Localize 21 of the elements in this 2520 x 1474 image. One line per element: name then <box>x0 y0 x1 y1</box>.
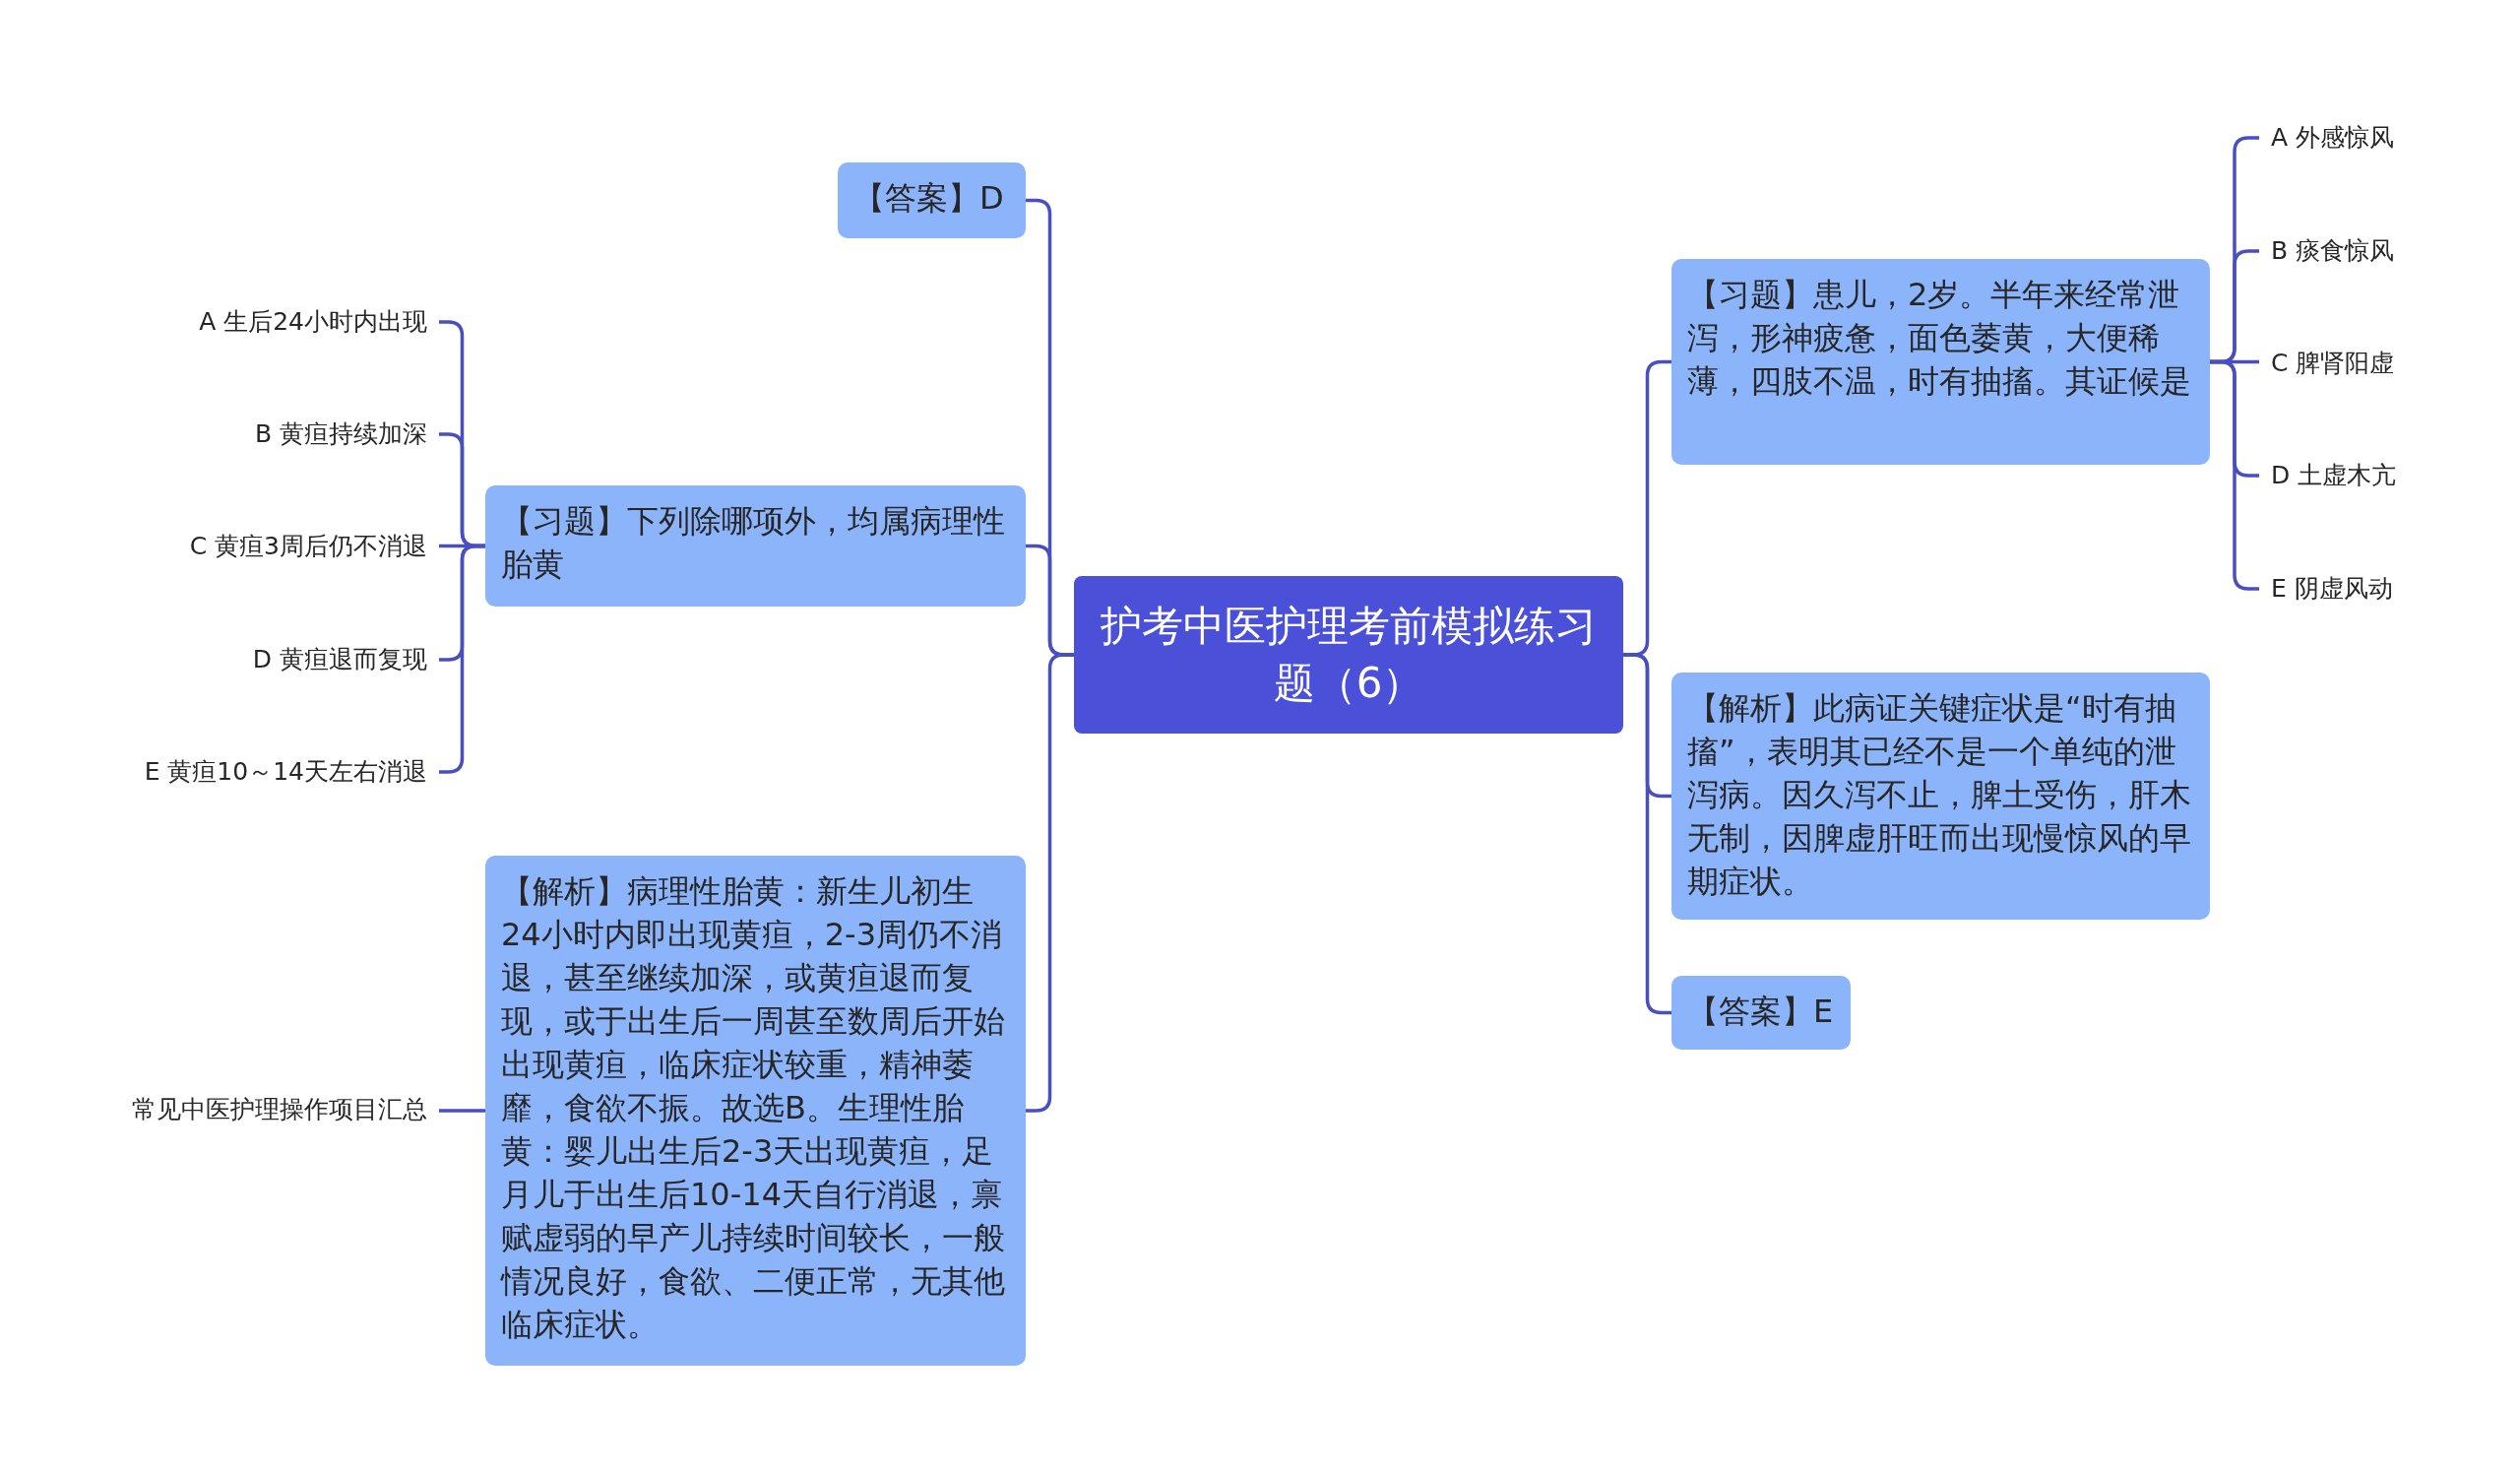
connector-line <box>1623 653 1671 1015</box>
option-text: A 生后24小时内出现 <box>187 303 439 341</box>
topic-box: 【解析】病理性胎黄：新生儿初生24小时内即出现黄疸，2-3周仍不消退，甚至继续加深，或黄疸退而复现，或于出生后一周甚至数周后开始出现黄疸，临床症状较重，精神萎靡，食欲不振。故选B。生理性胎黄：婴儿出生后2-3天出现黄疸，足月儿于出生后10-14天自行消退，禀赋虚弱的早产儿持续时间较长，一般情况良好，食欲、二便正常，无其他临床症状。 <box>485 856 1026 1366</box>
option-text: A 外感惊风 <box>2259 119 2407 157</box>
option-text: C 脾肾阳虚 <box>2259 345 2407 382</box>
topic-box: 【习题】下列除哪项外，均属病理性胎黄 <box>485 485 1026 607</box>
option-text: E 黄疸10～14天左右消退 <box>132 753 439 791</box>
topic-box: 【答案】D <box>838 162 1026 238</box>
option-text: D 土虚木亢 <box>2259 457 2409 494</box>
topic-box: 【习题】患儿，2岁。半年来经常泄泻，形神疲惫，面色萎黄，大便稀薄，四肢不温，时有抽搐。其证候是 <box>1671 259 2210 465</box>
option-text: B 黄疸持续加深 <box>242 416 439 453</box>
connector-line <box>439 1109 485 1113</box>
option-text: 常见中医护理操作项目汇总 <box>120 1091 439 1128</box>
option-text: C 黄疸3周后仍不消退 <box>177 528 439 565</box>
connector-line <box>1026 653 1074 1113</box>
option-text: B 痰食惊风 <box>2259 232 2407 270</box>
central-topic-box: 护考中医护理考前模拟练习题（6） <box>1074 576 1623 734</box>
option-text: E 阴虚风动 <box>2259 570 2405 608</box>
topic-box: 【解析】此病证关键症状是“时有抽搐”，表明其已经不是一个单纯的泄泻病。因久泻不止，脾土受伤，肝木无制，因脾虚肝旺而出现慢惊风的早期症状。 <box>1671 673 2210 920</box>
topic-box: 【答案】E <box>1671 976 1851 1050</box>
option-text: D 黄疸退而复现 <box>240 641 439 678</box>
